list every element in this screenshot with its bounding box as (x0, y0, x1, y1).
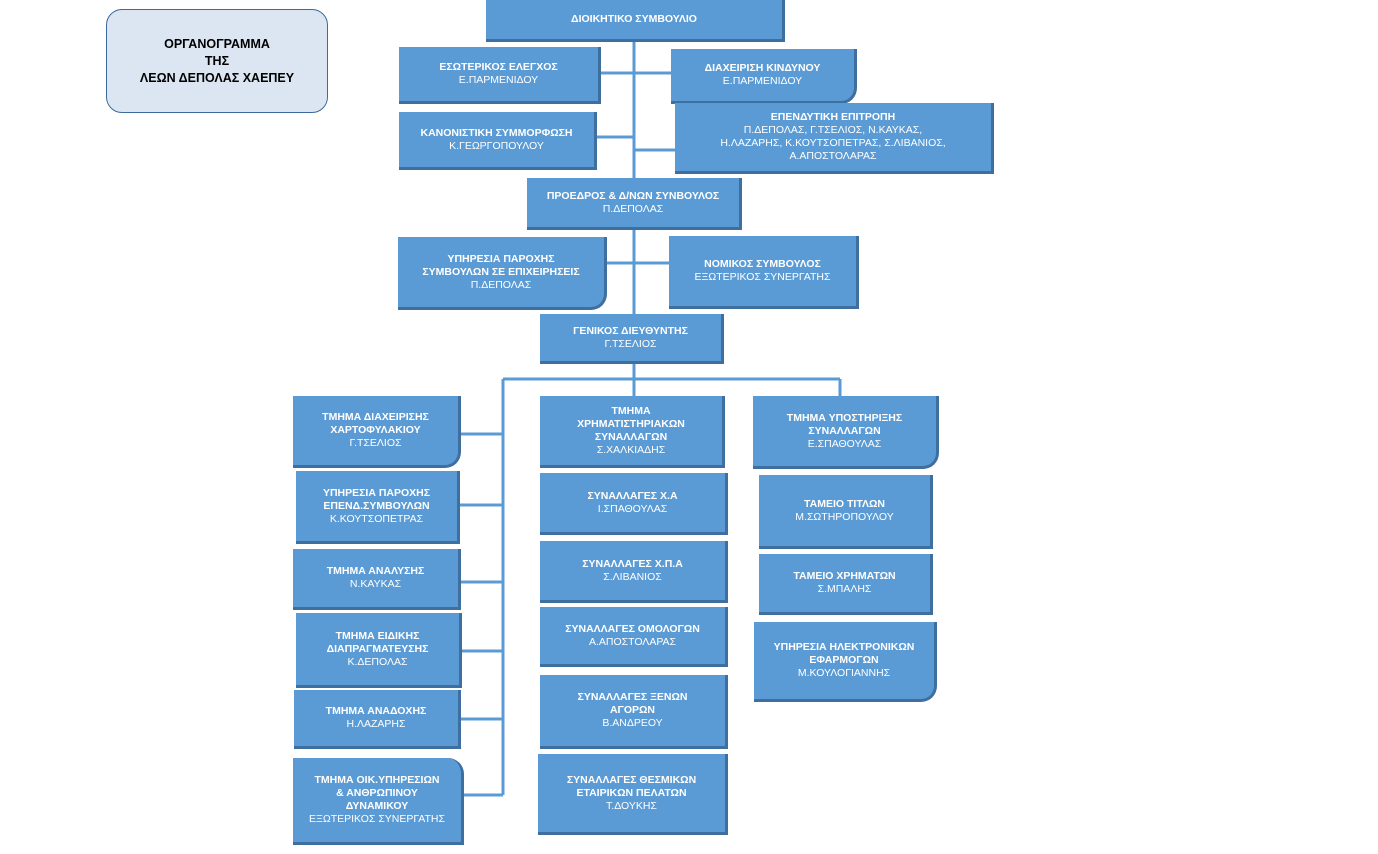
node-title-line: ΣΥΝΑΛΛΑΓΕΣ Χ.Π.Α (582, 557, 683, 570)
node-person-line: Β.ΑΝΔΡΕΟΥ (602, 717, 663, 729)
node-person-line: Κ.ΔΕΠΟΛΑΣ (347, 655, 408, 668)
node-person-line: Γ.ΤΣΕΛΙΟΣ (604, 337, 657, 350)
node-title-line: ΥΠΗΡΕΣΙΑ ΠΑΡΟΧΗΣ (447, 252, 555, 265)
node-title-line: ΥΠΗΡΕΣΙΑ ΠΑΡΟΧΗΣ (322, 486, 431, 499)
node-person-line: Ε.ΠΑΡΜΕΝΙΔΟΥ (722, 75, 803, 87)
node-person-line: Ε.ΠΑΡΜΕΝΙΔΟΥ (458, 74, 539, 86)
node-person-line: Μ.ΣΩΤΗΡΟΠΟΥΛΟΥ (795, 510, 894, 523)
node-title-line: ΔΥΝΑΜΙΚΟΥ (345, 800, 409, 812)
node-title-line: ΤΑΜΕΙΟ ΧΡΗΜΑΤΩΝ (793, 570, 896, 582)
node-title-line: ΣΥΝΑΛΛΑΓΕΣ Χ.Α (587, 489, 678, 502)
node-title-line: ΤΜΗΜΑ ΕΙΔΙΚΗΣ (335, 629, 420, 642)
node-title-line: & ΑΝΘΡΩΠΙΝΟΥ (336, 787, 418, 799)
title-line: ΤΗΣ (204, 53, 230, 68)
node-person-line: Σ.ΧΑΛΚΙΑΔΗΣ (596, 443, 666, 456)
node-person-line: ΕΞΩΤΕΡΙΚΟΣ ΣΥΝΕΡΓΑΤΗΣ (694, 271, 831, 283)
title-line: ΛΕΩΝ ΔΕΠΟΛΑΣ ΧΑΕΠΕΥ (139, 70, 295, 85)
node-title-line: ΣΥΝΑΛΛΑΓΩΝ (594, 430, 668, 443)
node-title-line: ΤΜΗΜΑ ΔΙΑΧΕΙΡΙΣΗΣ (322, 411, 429, 423)
node-title-line: ΣΥΝΑΛΛΑΓΕΣ ΘΕΣΜΙΚΩΝ (566, 773, 697, 786)
node-person-line: Τ.ΔΟΥΚΗΣ (606, 799, 657, 812)
node-title-line: ΚΑΝΟΝΙΣΤΙΚΗ ΣΥΜΜΟΡΦΩΣΗ (420, 126, 573, 139)
node-title-line: ΕΠΕΝΔ.ΣΥΜΒΟΥΛΩΝ (323, 499, 430, 512)
node-person-line: Π.ΔΕΠΟΛΑΣ (470, 278, 532, 291)
node-title-line: ΣΥΝΑΛΛΑΓΕΣ ΟΜΟΛΟΓΩΝ (565, 622, 700, 635)
node-person-line: Α.ΑΠΟΣΤΟΛΑΡΑΣ (588, 635, 677, 648)
node-person-line: Π.ΔΕΠΟΛΑΣ (602, 202, 664, 215)
node-person-line: Κ.ΚΟΥΤΣΟΠΕΤΡΑΣ (329, 512, 424, 525)
node-title-line: ΧΑΡΤΟΦΥΛΑΚΙΟΥ (330, 424, 421, 436)
node-title-line: ΔΙΑΧΕΙΡΙΣΗ ΚΙΝΔΥΝΟΥ (704, 62, 821, 74)
node-title-line: ΓΕΝΙΚΟΣ ΔΙΕΥΘΥΝΤΗΣ (573, 324, 688, 337)
node-title-line: ΤΜΗΜΑ (611, 404, 651, 417)
node-title-line: ΕΠΕΝΔΥΤΙΚΗ ΕΠΙΤΡΟΠΗ (770, 111, 896, 123)
node-person-line: Π.ΔΕΠΟΛΑΣ, Γ.ΤΣΕΛΙΟΣ, Ν.ΚΑΥΚΑΣ, (743, 124, 923, 136)
node-person-line: Σ.ΜΠΑΛΗΣ (817, 583, 872, 595)
node-title-line: ΤΜΗΜΑ ΥΠΟΣΤΗΡΙΞΗΣ (786, 411, 903, 424)
node-title-line: ΧΡΗΜΑΤΙΣΤΗΡΙΑΚΩΝ (577, 417, 685, 430)
node-title-line: ΥΠΗΡΕΣΙΑ ΗΛΕΚΤΡΟΝΙΚΩΝ (773, 641, 915, 653)
node-title-line: ΤΑΜΕΙΟ ΤΙΤΛΩΝ (804, 497, 885, 510)
node-title-line: ΝΟΜΙΚΟΣ ΣΥΜΒΟΥΛΟΣ (704, 258, 821, 270)
node-title-line: ΤΜΗΜΑ ΟΙΚ.ΥΠΗΡΕΣΙΩΝ (314, 774, 440, 786)
node-person-line: Α.ΑΠΟΣΤΟΛΑΡΑΣ (789, 150, 877, 162)
node-board-of-directors: ΔΙΟΙΚΗΤΙΚΟ ΣΥΜΒΟΥΛΙΟ (486, 0, 785, 42)
node-title-line: ΕΤΑΙΡΙΚΩΝ ΠΕΛΑΤΩΝ (576, 786, 687, 799)
node-person-line: Η.ΛΑΖΑΡΗΣ, Κ.ΚΟΥΤΣΟΠΕΤΡΑΣ, Σ.ΛΙΒΑΝΙΟΣ, (720, 137, 946, 149)
node-title-line: ΔΙΑΠΡΑΓΜΑΤΕΥΣΗΣ (326, 642, 429, 655)
node-person-line: Ε.ΣΠΑΘΟΥΛΑΣ (807, 437, 882, 450)
node-title-line: ΣΥΜΒΟΥΛΩΝ ΣΕ ΕΠΙΧΕΙΡΗΣΕΙΣ (422, 265, 580, 278)
node-person-line: Γ.ΤΣΕΛΙΟΣ (349, 437, 402, 449)
node-title-line: ΔΙΟΙΚΗΤΙΚΟ ΣΥΜΒΟΥΛΙΟ (571, 13, 697, 25)
node-person-line: Η.ΛΑΖΑΡΗΣ (346, 718, 406, 730)
node-person-line: Κ.ΓΕΩΡΓΟΠΟΥΛΟΥ (449, 139, 544, 152)
node-person-line: Μ.ΚΟΥΛΟΓΙΑΝΝΗΣ (797, 667, 891, 679)
node-title-line: ΕΣΩΤΕΡΙΚΟΣ ΕΛΕΓΧΟΣ (439, 61, 558, 73)
node-title-line: ΤΜΗΜΑ ΑΝΑΔΟΧΗΣ (325, 705, 427, 717)
node-title-line: ΤΜΗΜΑ ΑΝΑΛΥΣΗΣ (326, 565, 425, 577)
node-person-line: Σ.ΛΙΒΑΝΙΟΣ (603, 570, 662, 583)
node-person-line: Ι.ΣΠΑΘΟΥΛΑΣ (597, 502, 668, 515)
node-person-line: Ν.ΚΑΥΚΑΣ (349, 578, 402, 590)
node-title-line: ΠΡΟΕΔΡΟΣ & Δ/ΝΩΝ ΣΥΝΒΟΥΛΟΣ (546, 189, 720, 202)
node-title-line: ΣΥΝΑΛΛΑΓΩΝ (808, 424, 881, 437)
node-person-line: ΕΞΩΤΕΡΙΚΟΣ ΣΥΝΕΡΓΑΤΗΣ (309, 813, 445, 825)
title-line: ΟΡΓΑΝΟΓΡΑΜΜΑ (164, 36, 270, 51)
node-title-line: ΕΦΑΡΜΟΓΩΝ (809, 654, 879, 666)
node-title-line: ΣΥΝΑΛΛΑΓΕΣ ΞΕΝΩΝ (577, 691, 688, 703)
node-title-line: ΑΓΟΡΩΝ (609, 704, 656, 716)
chart-title-box: ΟΡΓΑΝΟΓΡΑΜΜΑ ΤΗΣ ΛΕΩΝ ΔΕΠΟΛΑΣ ΧΑΕΠΕΥ (106, 9, 328, 113)
